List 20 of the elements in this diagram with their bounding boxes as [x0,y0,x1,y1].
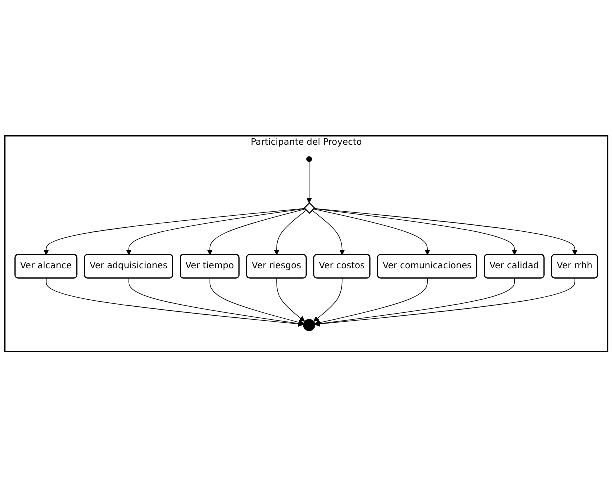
arrow [314,208,518,256]
arrow [314,278,343,322]
arrow [306,162,312,204]
arrow [44,208,306,256]
arrow [312,210,346,256]
arrow [207,209,306,256]
arrow [314,278,428,326]
node-bullseye [303,319,316,332]
arrow [314,208,578,256]
arrow [274,210,307,256]
node-circle [306,156,312,162]
node-diamond [304,202,316,214]
arrow [313,208,430,256]
arrow [314,278,516,327]
arrow [314,278,576,328]
arrow [128,278,304,327]
arrow [210,278,304,326]
arrow [126,208,306,256]
arrow [46,278,304,328]
arrow [276,278,306,322]
